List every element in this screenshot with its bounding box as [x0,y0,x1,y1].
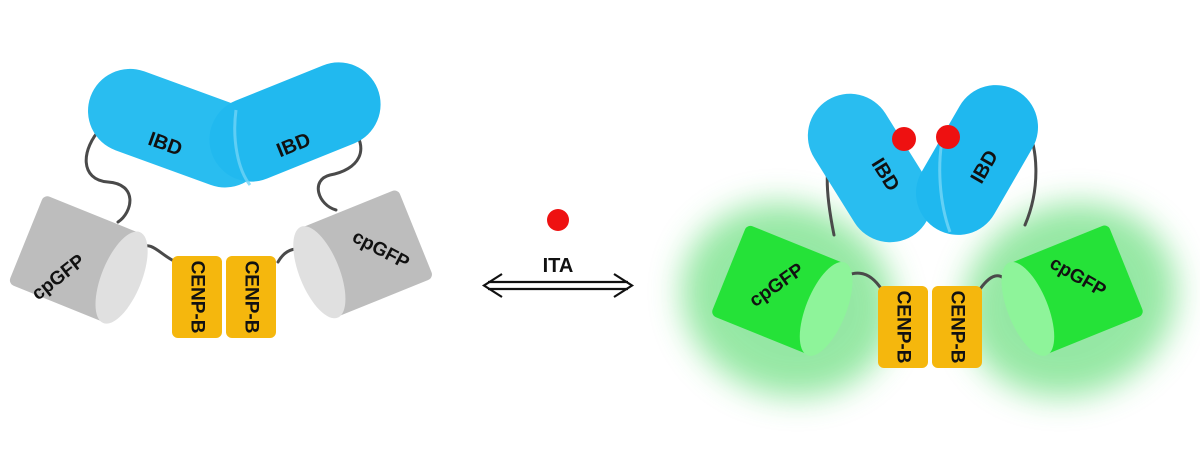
ibd-right-a [807,93,933,243]
reversible-arrow-icon [481,273,635,298]
cpgfp-right-on [1001,225,1143,356]
ibd-left-b [209,62,381,182]
linker-ibd-cpgfp-left [84,125,132,224]
cenp-b-left-a [172,256,222,338]
cenp-b-right-b [932,286,982,368]
ligand-binding-equilibrium: ITA [481,209,635,298]
ita-label: ITA [543,255,574,277]
cenp-b-left-b [226,256,276,338]
left-state: cpGFP cpGFP CENP-B CENP-B IBD IBD [9,62,432,338]
right-state: cpGFP cpGFP CENP-B CENP-B IBD IBD [681,85,1177,397]
ibd-right-b [916,85,1038,235]
ita-ligand-icon [547,209,569,231]
cenp-b-left-b-label: CENP-B [241,261,262,334]
cenp-b-right-a [878,286,928,368]
cenp-b-right-a-label: CENP-B [893,291,914,364]
cpgfp-right-off [293,190,432,319]
linker-ibd-cpgfp-right [316,123,363,212]
cpgfp-left-off [9,196,148,324]
cenp-b-right-b-label: CENP-B [947,291,968,364]
bound-ita-ligand-icon [892,127,916,151]
cpgfp-left-on [712,225,853,356]
cenp-b-left-a-label: CENP-B [187,261,208,334]
bound-ita-ligand-icon [936,125,960,149]
